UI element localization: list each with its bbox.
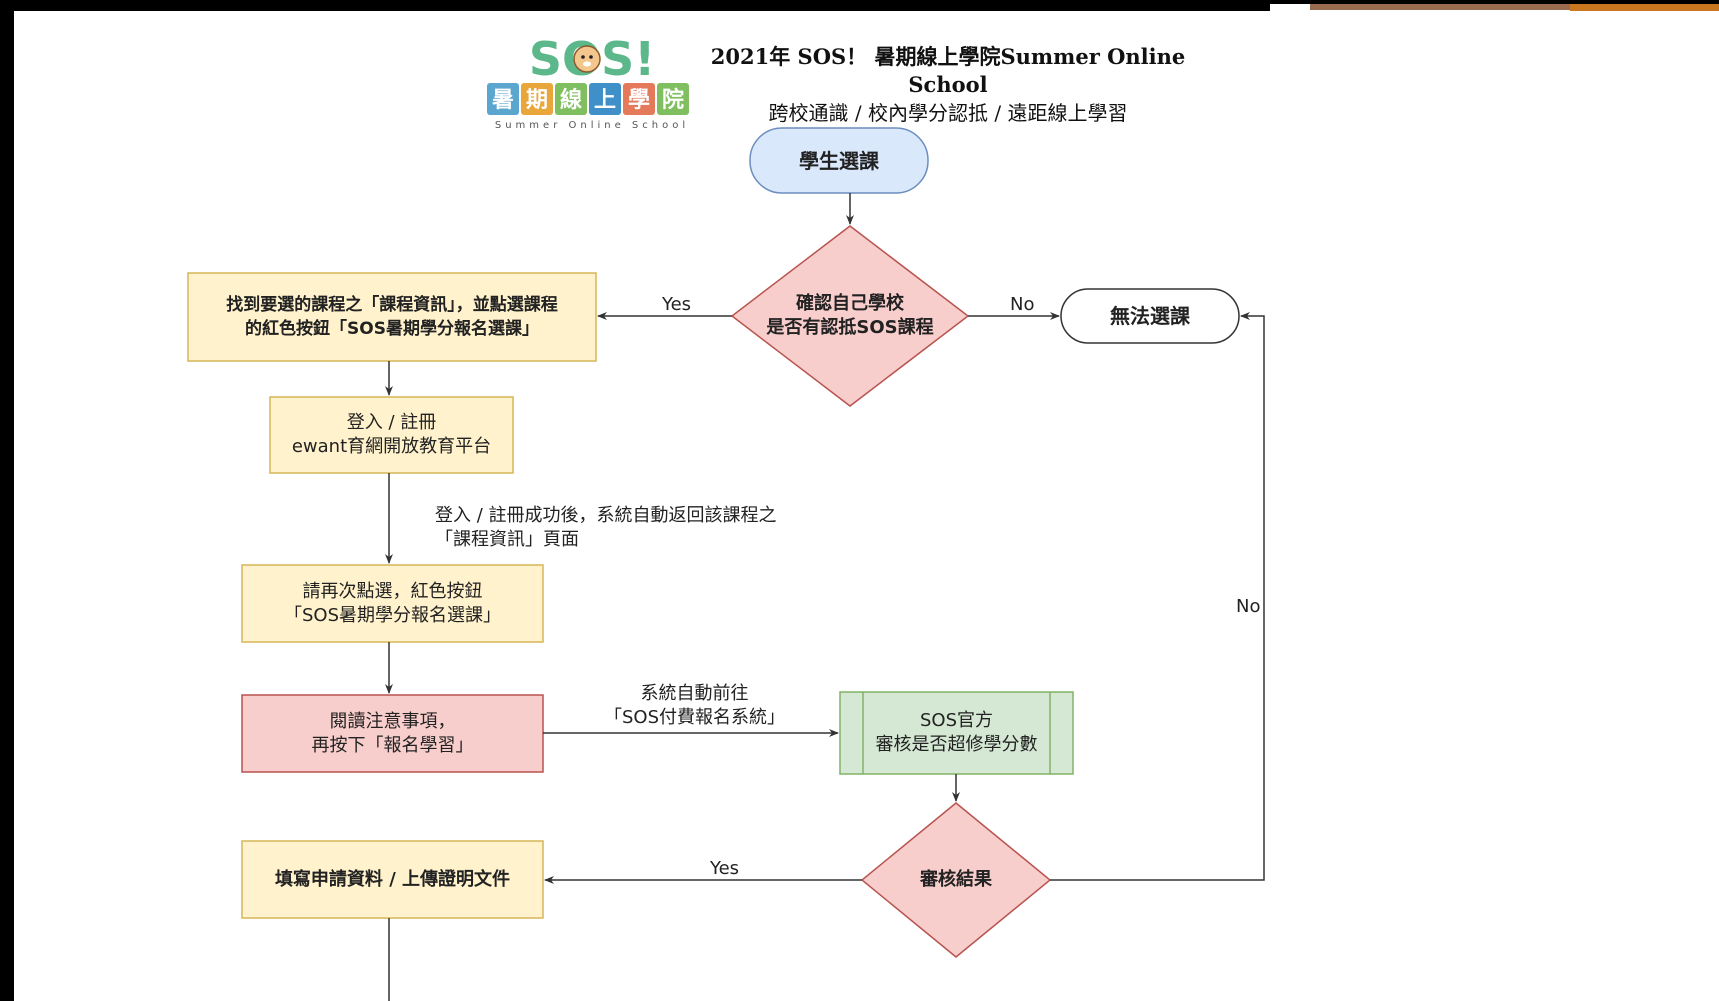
login-note-line2: 「課程資訊」頁面 [435, 529, 579, 550]
logo-subtitle: Summer Online School [495, 120, 689, 131]
login-shape [269, 396, 514, 474]
decision1-line2: 是否有認抵SOS課程 [766, 317, 934, 338]
decision1-shape [730, 225, 970, 407]
auto-goto-line2: 「SOS付費報名系統」 [604, 707, 786, 728]
slide: SOS! 暑期線上學院 Summer Online School 2021年 S… [14, 11, 1719, 1001]
decision1-line1: 確認自己學校 [795, 293, 904, 314]
find-course-line2: 的紅色按鈕「SOS暑期學分報名選課」 [245, 319, 539, 339]
start-node-label: 學生選課 [799, 148, 879, 173]
edge-label-login-note: 登入 / 註冊成功後，系統自動返回該課程之 「課程資訊」頁面 [435, 504, 777, 552]
logo-block-char: 期 [526, 88, 548, 113]
logo-block-char: 院 [662, 87, 684, 113]
login-node: 登入 / 註冊 ewant育網開放教育平台 [270, 397, 513, 473]
cannot-select-node: 無法選課 [1061, 289, 1239, 343]
login-note-line1: 登入 / 註冊成功後，系統自動返回該課程之 [435, 505, 777, 526]
logo-block-char: 學 [628, 87, 650, 113]
click-again-shape [241, 564, 544, 643]
logo-block-char: 線 [560, 87, 582, 113]
decision1-node: 確認自己學校 是否有認抵SOS課程 [732, 226, 968, 406]
find-course-line1: 找到要選的課程之「課程資訊」，並點選課程 [226, 295, 558, 315]
page-title: 2021年 SOS！ 暑期線上學院Summer Online School 跨校… [698, 43, 1198, 127]
edge-label-d2-yes: Yes [710, 858, 740, 879]
logo-block-char: 暑 [492, 88, 514, 113]
logo-block-char: 上 [594, 88, 616, 113]
auto-goto-line1: 系統自動前往 [640, 683, 749, 704]
sos-review-node: SOS官方 審核是否超修學分數 [863, 692, 1050, 774]
edge-label-d1-no: No [1010, 294, 1035, 315]
click-again-line2: 「SOS暑期學分報名選課」 [283, 604, 502, 626]
edge-decision2-no [1050, 312, 1265, 881]
title-line2: 跨校通識 / 校內學分認抵 / 遠距線上學習 [768, 101, 1128, 125]
read-notice-shape [241, 694, 544, 773]
cannot-select-label: 無法選課 [1110, 304, 1190, 328]
read-notice-line1: 閱讀注意事項， [329, 710, 456, 732]
read-notice-line2: 再按下「報名學習」 [311, 734, 474, 756]
title-line1: 2021年 SOS！ 暑期線上學院Summer Online School [710, 44, 1186, 97]
sos-review-shape [839, 691, 1074, 775]
decision2-label: 審核結果 [920, 869, 992, 890]
find-course-node: 找到要選的課程之「課程資訊」，並點選課程 的紅色按鈕「SOS暑期學分報名選課」 [188, 273, 596, 361]
find-course-shape [187, 272, 597, 362]
cannot-node-shape [1060, 288, 1240, 344]
login-line2: ewant育網開放教育平台 [291, 436, 492, 457]
decision2-shape [860, 802, 1052, 958]
click-again-node: 請再次點選，紅色按鈕 「SOS暑期學分報名選課」 [242, 565, 543, 642]
fill-form-shape [241, 840, 544, 919]
fill-form-label: 填寫申請資料 / 上傳證明文件 [274, 868, 511, 890]
sos-review-line2: 審核是否超修學分數 [875, 734, 1038, 755]
decision2-node: 審核結果 [862, 803, 1050, 957]
flowchart [187, 127, 1265, 1001]
read-notice-node: 閱讀注意事項， 再按下「報名學習」 [242, 695, 543, 772]
sos-review-line1: SOS官方 [919, 710, 994, 731]
login-line1: 登入 / 註冊 [346, 412, 437, 433]
edge-label-auto-goto: 系統自動前往 「SOS付費報名系統」 [604, 682, 786, 730]
sos-logo: SOS! 暑期線上學院 Summer Online School [487, 31, 697, 131]
slide-corner-decoration [1270, 0, 1719, 11]
click-again-line1: 請再次點選，紅色按鈕 [302, 580, 483, 602]
fill-form-node: 填寫申請資料 / 上傳證明文件 [242, 841, 543, 918]
start-node-shape [749, 127, 929, 194]
start-node: 學生選課 [750, 128, 928, 193]
edge-label-d2-no: No [1236, 596, 1261, 617]
edge-label-d1-yes: Yes [662, 294, 692, 315]
